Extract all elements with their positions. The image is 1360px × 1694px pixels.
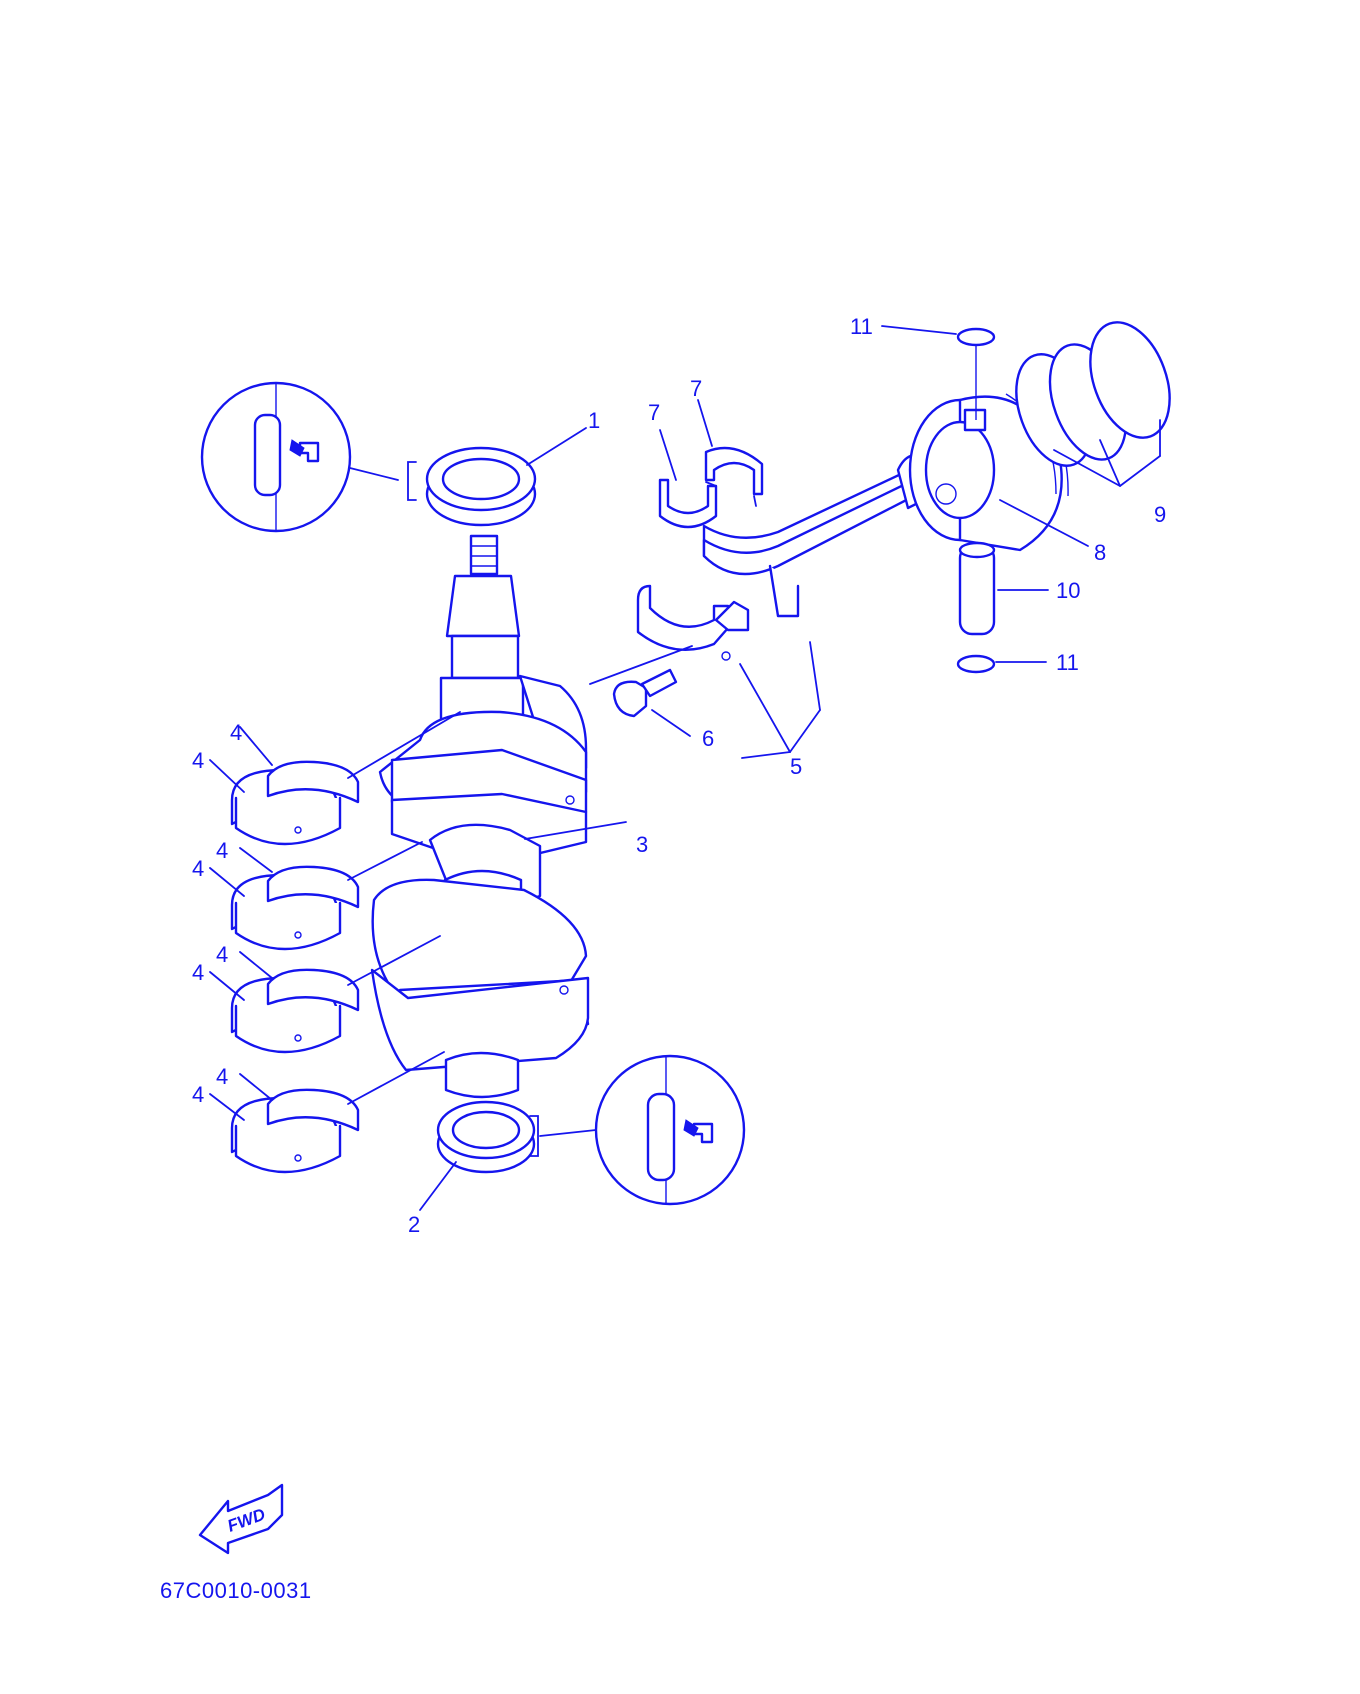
bearing-set-1 [230, 760, 360, 846]
callout-4: 4 [192, 856, 204, 881]
circlip-11-top [956, 327, 996, 347]
callout-9: 9 [1154, 502, 1166, 527]
grease-apply-icon [289, 439, 320, 463]
callout-7: 7 [648, 400, 660, 425]
grease-detail-top [200, 381, 417, 533]
needle-bearing-7b [704, 446, 764, 507]
needle-bearing-7a [658, 478, 718, 529]
circlip-11-bottom [956, 654, 996, 674]
piston-rings-9 [1015, 321, 1171, 467]
bearing-set-3 [230, 968, 360, 1054]
rod-bolt-6 [612, 668, 678, 718]
bearing-set-4 [230, 1088, 360, 1174]
bearing-set-2 [230, 865, 360, 951]
callout-3: 3 [636, 832, 648, 857]
callout-4: 4 [230, 720, 242, 745]
connecting-rod-5 [636, 453, 937, 661]
callout-4: 4 [192, 1082, 204, 1107]
callout-8: 8 [1094, 540, 1106, 565]
callout-6: 6 [702, 726, 714, 751]
callout-4: 4 [216, 838, 228, 863]
callout-5: 5 [790, 754, 802, 779]
piston-pin-10 [958, 541, 996, 636]
crankshaft-3 [370, 534, 590, 1099]
grease-apply-icon [683, 1119, 714, 1144]
callout-7: 7 [690, 376, 702, 401]
part-code: 67C0010-0031 [160, 1578, 312, 1603]
callout-4: 4 [216, 1064, 228, 1089]
callout-2: 2 [408, 1212, 420, 1237]
callout-4: 4 [192, 748, 204, 773]
callout-1: 1 [588, 408, 600, 433]
grease-detail-bottom [529, 1054, 746, 1206]
oil-seal-2 [436, 1100, 536, 1174]
callout-10: 10 [1056, 578, 1080, 603]
oil-seal-1 [425, 446, 537, 527]
callout-11: 11 [850, 314, 873, 339]
callout-4: 4 [216, 942, 228, 967]
callout-11: 11 [1056, 650, 1079, 675]
callout-4: 4 [192, 960, 204, 985]
fwd-arrow-icon: FWD [198, 1483, 284, 1555]
